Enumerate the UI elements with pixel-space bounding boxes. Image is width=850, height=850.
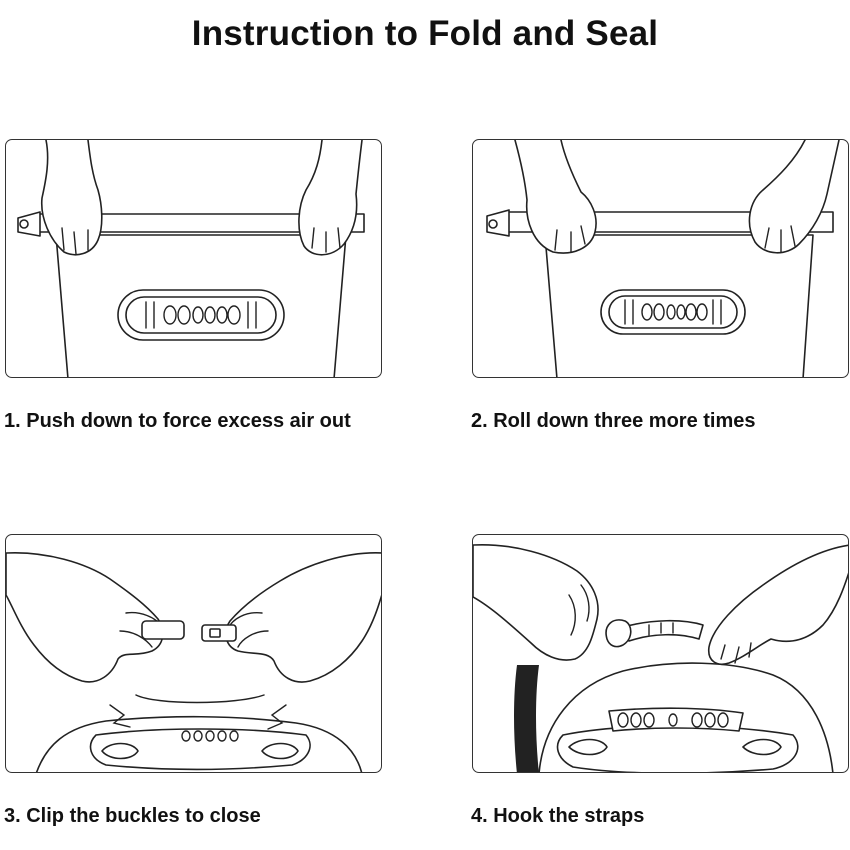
step-1-caption: 1. Push down to force excess air out [4, 410, 351, 432]
step-4-caption: 4. Hook the straps [471, 805, 645, 827]
step-2-illustration [472, 139, 849, 378]
page-title: Instruction to Fold and Seal [191, 14, 659, 53]
step-1-illustration [5, 139, 382, 378]
step-3-caption: 3. Clip the buckles to close [4, 805, 261, 827]
step-4-illustration [472, 534, 849, 773]
step-2-caption: 2. Roll down three more times [471, 410, 756, 432]
step-3-illustration [5, 534, 382, 773]
